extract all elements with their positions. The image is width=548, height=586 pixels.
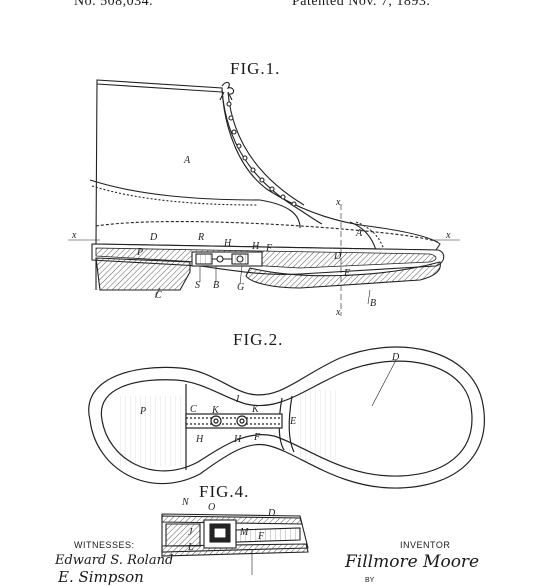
ref-A: A bbox=[184, 155, 191, 166]
ref-G: G bbox=[237, 282, 245, 293]
ref-C: C bbox=[155, 290, 162, 301]
ref-S: S bbox=[195, 280, 200, 291]
ref-H: H bbox=[196, 434, 204, 445]
ref-H: H bbox=[224, 238, 232, 249]
ref-B: B bbox=[370, 298, 377, 309]
ref-K: K bbox=[252, 404, 259, 415]
fig2-sole bbox=[88, 346, 485, 489]
ref-H: H bbox=[234, 434, 242, 445]
ref-R: C bbox=[190, 404, 197, 415]
by-label: BY bbox=[365, 577, 375, 584]
witness-signature: Edward S. Roland bbox=[55, 553, 174, 568]
fig1-title: FIG.1. bbox=[230, 59, 281, 78]
ref-F: F bbox=[266, 243, 273, 254]
ref-L: L bbox=[188, 542, 194, 553]
ref-x: x bbox=[336, 307, 341, 318]
fig4-section bbox=[161, 513, 309, 575]
ref-E: E bbox=[290, 416, 297, 427]
witness-signature: E. Simpson bbox=[58, 568, 144, 586]
ref-F: F bbox=[254, 432, 261, 443]
patent-date: Patented Nov. 7, 1893. bbox=[292, 0, 431, 9]
ref-J: J bbox=[188, 527, 193, 538]
ref-M: M bbox=[240, 527, 249, 538]
inventor-label: INVENTOR bbox=[400, 540, 451, 550]
ref-R: R bbox=[198, 232, 205, 243]
ref-N: N bbox=[182, 497, 189, 508]
ref-D: D bbox=[392, 352, 400, 363]
ref-K: K bbox=[212, 405, 219, 416]
fig1-boot bbox=[68, 79, 460, 316]
ref-O: O bbox=[208, 502, 216, 513]
fig2-title: FIG.2. bbox=[233, 330, 284, 349]
ref-x: x bbox=[446, 230, 451, 241]
ref-x: x bbox=[72, 230, 77, 241]
inventor-signature: Fillmore Moore bbox=[345, 552, 480, 572]
ref-D: D bbox=[334, 251, 342, 262]
ref-D: D bbox=[268, 508, 276, 519]
ref-E: E bbox=[344, 268, 351, 279]
ref-F: F bbox=[258, 531, 265, 542]
ref-x: x bbox=[336, 197, 341, 208]
ref-P: P bbox=[140, 406, 147, 417]
fig4-title: FIG.4. bbox=[199, 482, 250, 501]
patent-number: No. 508,034. bbox=[74, 0, 154, 9]
ref-I: I bbox=[236, 394, 240, 405]
witnesses-label: WITNESSES: bbox=[74, 540, 135, 550]
ref-D: D bbox=[150, 232, 158, 243]
ref-B: B bbox=[213, 280, 220, 291]
ref-H: H bbox=[252, 241, 260, 252]
ref-P: P bbox=[137, 247, 144, 258]
ref-A: A bbox=[356, 228, 363, 239]
